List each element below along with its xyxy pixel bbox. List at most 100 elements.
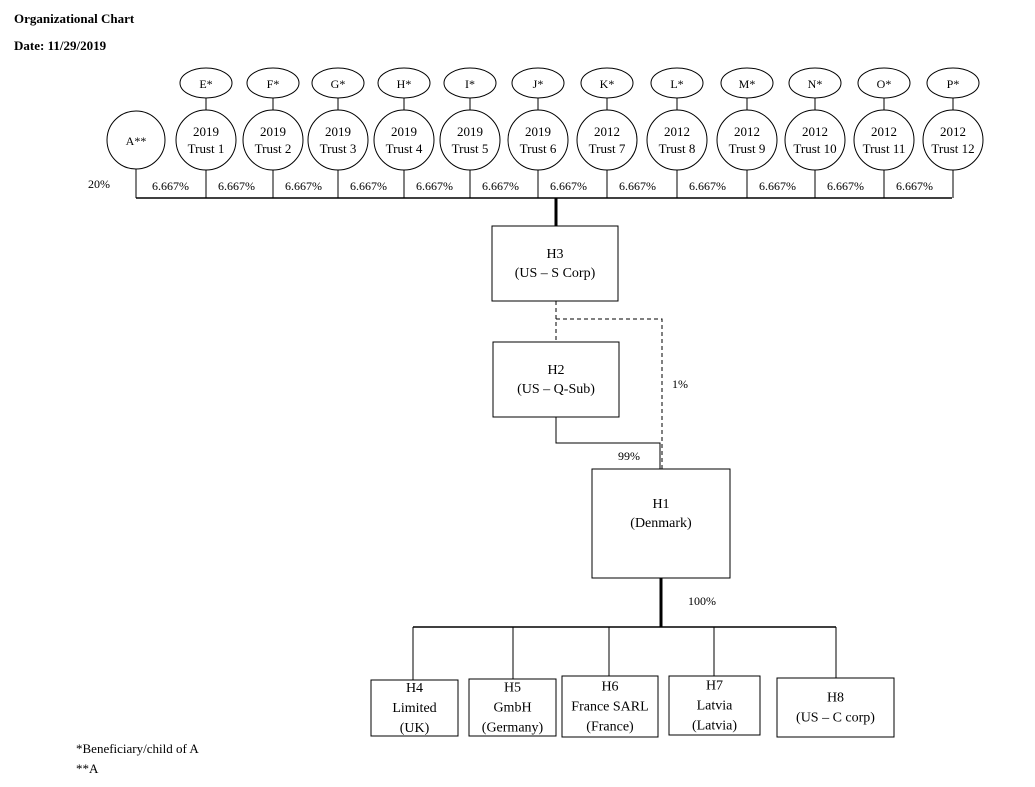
trust-year-7: 2012 [594, 124, 620, 139]
footnote-beneficiary: *Beneficiary/child of A [76, 741, 199, 756]
trust-node-7 [576, 109, 638, 171]
trust-name-11: Trust 11 [863, 141, 906, 156]
h2-to-h1-line [555, 417, 661, 469]
sub-h5-line-2: GmbH [493, 701, 531, 716]
trust-node-9 [716, 109, 778, 171]
sub-h6-line-1: H6 [601, 680, 618, 695]
trust-name-8: Trust 8 [659, 141, 696, 156]
trust-node-11 [853, 109, 915, 171]
trust-name-9: Trust 9 [729, 141, 766, 156]
trust-name-10: Trust 10 [793, 141, 836, 156]
h3-to-h1-dashed-line [556, 318, 663, 469]
beneficiary-label-10: N* [808, 77, 823, 91]
trust-year-9: 2012 [734, 124, 760, 139]
trust-pct-7: 6.667% [550, 179, 587, 193]
trust-pct-9: 6.667% [689, 179, 726, 193]
owner-a-pct: 20% [88, 177, 110, 191]
date-label: Date: [14, 38, 45, 53]
beneficiary-label-4: H* [397, 77, 412, 91]
beneficiary-label-8: L* [670, 77, 683, 91]
beneficiary-label-1: E* [199, 77, 212, 91]
h2-to-h1-pct: 99% [618, 449, 640, 463]
h2-name: H2 [547, 363, 564, 378]
chart-title: Organizational Chart [14, 11, 135, 26]
h3-name: H3 [546, 247, 563, 262]
trust-year-8: 2012 [664, 124, 690, 139]
trust-node-4 [373, 109, 435, 171]
sub-h6-line-3: (France) [586, 720, 634, 735]
beneficiary-label-7: K* [600, 77, 615, 91]
trust-node-3 [307, 109, 369, 171]
trust-pct-8: 6.667% [619, 179, 656, 193]
sub-box-h6 [561, 675, 659, 738]
trust-pct-11: 6.667% [827, 179, 864, 193]
trust-name-12: Trust 12 [931, 141, 974, 156]
trust-pct-5: 6.667% [416, 179, 453, 193]
trust-name-5: Trust 5 [452, 141, 489, 156]
trust-name-2: Trust 2 [255, 141, 292, 156]
trust-name-6: Trust 6 [520, 141, 557, 156]
beneficiary-label-2: F* [267, 77, 280, 91]
sub-h6-line-2: France SARL [571, 700, 648, 715]
date-line: Date: 11/29/2019 [14, 38, 106, 54]
beneficiary-label-12: P* [947, 77, 960, 91]
trust-year-3: 2019 [325, 124, 351, 139]
trust-year-2: 2019 [260, 124, 286, 139]
sub-h5-line-3: (Germany) [482, 721, 544, 736]
sub-h7-line-2: Latvia [697, 699, 734, 714]
date-value: 11/29/2019 [47, 38, 107, 53]
sub-h5-line-1: H5 [504, 681, 521, 696]
trust-node-10 [784, 109, 846, 171]
sub-h4-line-1: H4 [406, 681, 423, 696]
h2-box [492, 341, 620, 418]
footnote-a: **A [76, 761, 99, 776]
owner-a-label: A** [126, 134, 147, 148]
trust-year-5: 2019 [457, 124, 483, 139]
trust-pct-12: 6.667% [896, 179, 933, 193]
trust-name-3: Trust 3 [320, 141, 357, 156]
sub-box-h5 [468, 678, 557, 737]
trust-year-6: 2019 [525, 124, 551, 139]
sub-h8-line-2: (US – C corp) [796, 711, 875, 726]
trust-node-1 [175, 109, 237, 171]
trust-year-11: 2012 [871, 124, 897, 139]
h1-box [591, 468, 731, 579]
trust-pct-2: 6.667% [218, 179, 255, 193]
trust-year-10: 2012 [802, 124, 828, 139]
trust-node-2 [242, 109, 304, 171]
sub-box-h7 [668, 675, 761, 736]
beneficiary-label-9: M* [739, 77, 756, 91]
h3-to-h1-pct: 1% [672, 377, 688, 391]
sub-h4-line-3: (UK) [400, 721, 430, 736]
trust-year-4: 2019 [391, 124, 417, 139]
trust-pct-3: 6.667% [285, 179, 322, 193]
sub-h8-line-1: H8 [827, 691, 844, 706]
trust-node-12 [922, 109, 984, 171]
h3-box [491, 225, 619, 302]
trust-name-7: Trust 7 [589, 141, 626, 156]
trust-pct-1: 6.667% [152, 179, 189, 193]
sub-h4-line-2: Limited [392, 701, 436, 716]
beneficiary-label-3: G* [331, 77, 346, 91]
sub-box-h8 [776, 677, 895, 738]
h2-desc: (US – Q-Sub) [517, 382, 595, 397]
h1-desc: (Denmark) [630, 516, 692, 531]
sub-h7-line-3: (Latvia) [692, 719, 737, 734]
trust-pct-10: 6.667% [759, 179, 796, 193]
beneficiary-label-5: I* [465, 77, 475, 91]
sub-box-h4 [370, 679, 459, 737]
h3-desc: (US – S Corp) [515, 266, 596, 281]
trust-pct-4: 6.667% [350, 179, 387, 193]
beneficiary-label-6: J* [533, 77, 544, 91]
h1-name: H1 [652, 497, 669, 512]
trust-node-6 [507, 109, 569, 171]
trust-pct-6: 6.667% [482, 179, 519, 193]
beneficiary-label-11: O* [877, 77, 892, 91]
trust-node-5 [439, 109, 501, 171]
trust-node-8 [646, 109, 708, 171]
trust-year-1: 2019 [193, 124, 219, 139]
h1-to-subs-pct: 100% [688, 594, 716, 608]
